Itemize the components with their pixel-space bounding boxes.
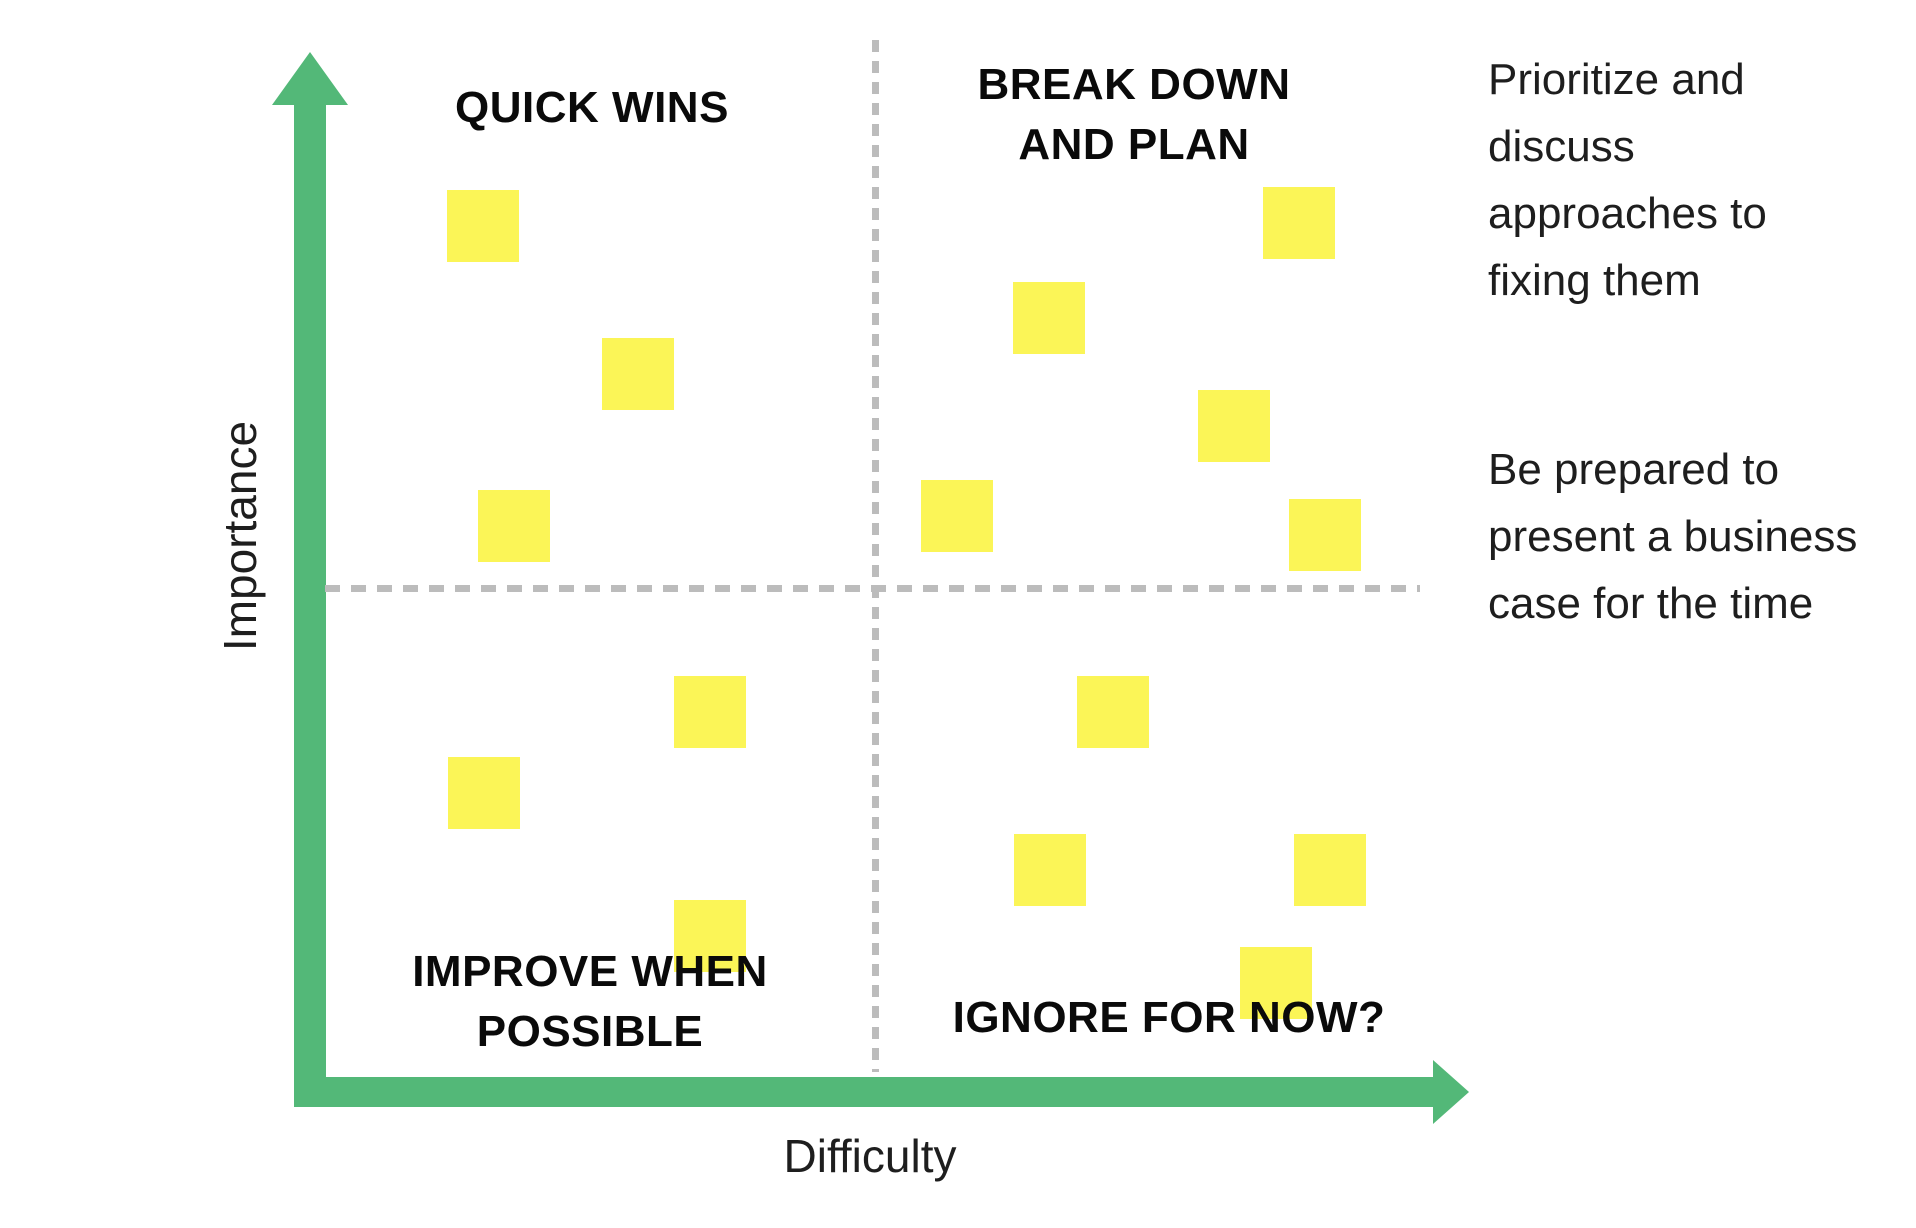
x-axis-line — [294, 1077, 1433, 1107]
vertical-quadrant-divider — [872, 40, 879, 1072]
quadrant-title-ignore-for-now: IGNORE FOR NOW? — [919, 988, 1419, 1048]
annotation-line: approaches to — [1488, 189, 1767, 238]
sticky-note[interactable] — [478, 490, 550, 562]
up-arrow-head-icon — [272, 52, 348, 105]
quadrant-title-line: QUICK WINS — [455, 83, 729, 132]
annotation-line: Be prepared to — [1488, 445, 1780, 494]
quadrant-title-line: IGNORE FOR NOW? — [952, 993, 1386, 1042]
y-axis-label: Importance — [214, 420, 266, 652]
annotation-line: present a business — [1488, 512, 1858, 561]
sticky-note[interactable] — [1077, 676, 1149, 748]
annotation-line: discuss — [1488, 122, 1635, 171]
quadrant-title-improve-when-possible: IMPROVE WHEN POSSIBLE — [340, 942, 840, 1062]
sticky-note[interactable] — [447, 190, 519, 262]
sticky-note[interactable] — [1289, 499, 1361, 571]
sticky-note[interactable] — [674, 900, 746, 972]
x-axis-label: Difficulty — [783, 1130, 957, 1182]
sticky-note[interactable] — [921, 480, 993, 552]
annotation-prioritize: Prioritize and discuss approaches to fix… — [1488, 46, 1908, 314]
quadrant-title-line: POSSIBLE — [476, 1007, 704, 1056]
sticky-note[interactable] — [602, 338, 674, 410]
sticky-note[interactable] — [1014, 834, 1086, 906]
sticky-note[interactable] — [1198, 390, 1270, 462]
quadrant-title-line: AND PLAN — [1018, 120, 1250, 169]
annotation-business-case: Be prepared to present a business case f… — [1488, 436, 1908, 637]
sticky-note[interactable] — [448, 757, 520, 829]
quadrant-title-quick-wins: QUICK WINS — [332, 78, 852, 138]
sticky-note[interactable] — [1294, 834, 1366, 906]
sticky-note[interactable] — [1263, 187, 1335, 259]
quadrant-title-break-down-and-plan: BREAK DOWN AND PLAN — [884, 55, 1384, 175]
annotation-line: case for the time — [1488, 579, 1814, 628]
sticky-note[interactable] — [1240, 947, 1312, 1019]
y-axis-line — [294, 100, 326, 1107]
horizontal-quadrant-divider — [325, 585, 1420, 592]
sticky-note[interactable] — [674, 676, 746, 748]
quadrant-title-line: IMPROVE WHEN — [412, 947, 768, 996]
sticky-note[interactable] — [1013, 282, 1085, 354]
annotation-line: fixing them — [1488, 256, 1701, 305]
quadrant-title-line: BREAK DOWN — [977, 60, 1291, 109]
annotation-line: Prioritize and — [1488, 55, 1745, 104]
right-arrow-head-icon — [1433, 1060, 1469, 1124]
